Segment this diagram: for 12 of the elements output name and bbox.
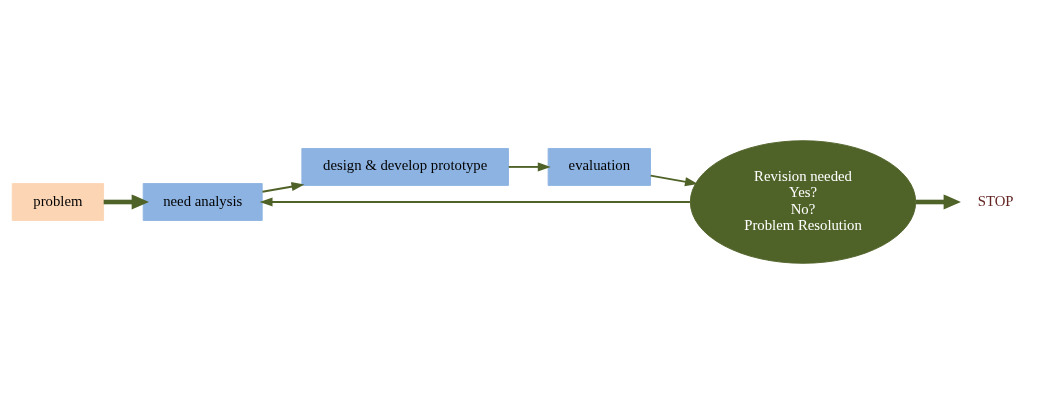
node-ellipse: Revision needed Yes? No? Problem Resolution <box>689 139 917 264</box>
node-box: design & develop prototype <box>301 147 509 186</box>
arrow <box>649 174 698 186</box>
node-box: need analysis <box>142 182 263 221</box>
arrow <box>916 193 961 210</box>
node-text: STOP <box>977 192 1014 209</box>
node-box: evaluation <box>547 147 651 186</box>
node-box: problem <box>11 182 104 221</box>
arrow <box>507 161 551 171</box>
arrow <box>103 193 149 210</box>
arrow <box>261 181 305 193</box>
arrow <box>259 196 691 207</box>
